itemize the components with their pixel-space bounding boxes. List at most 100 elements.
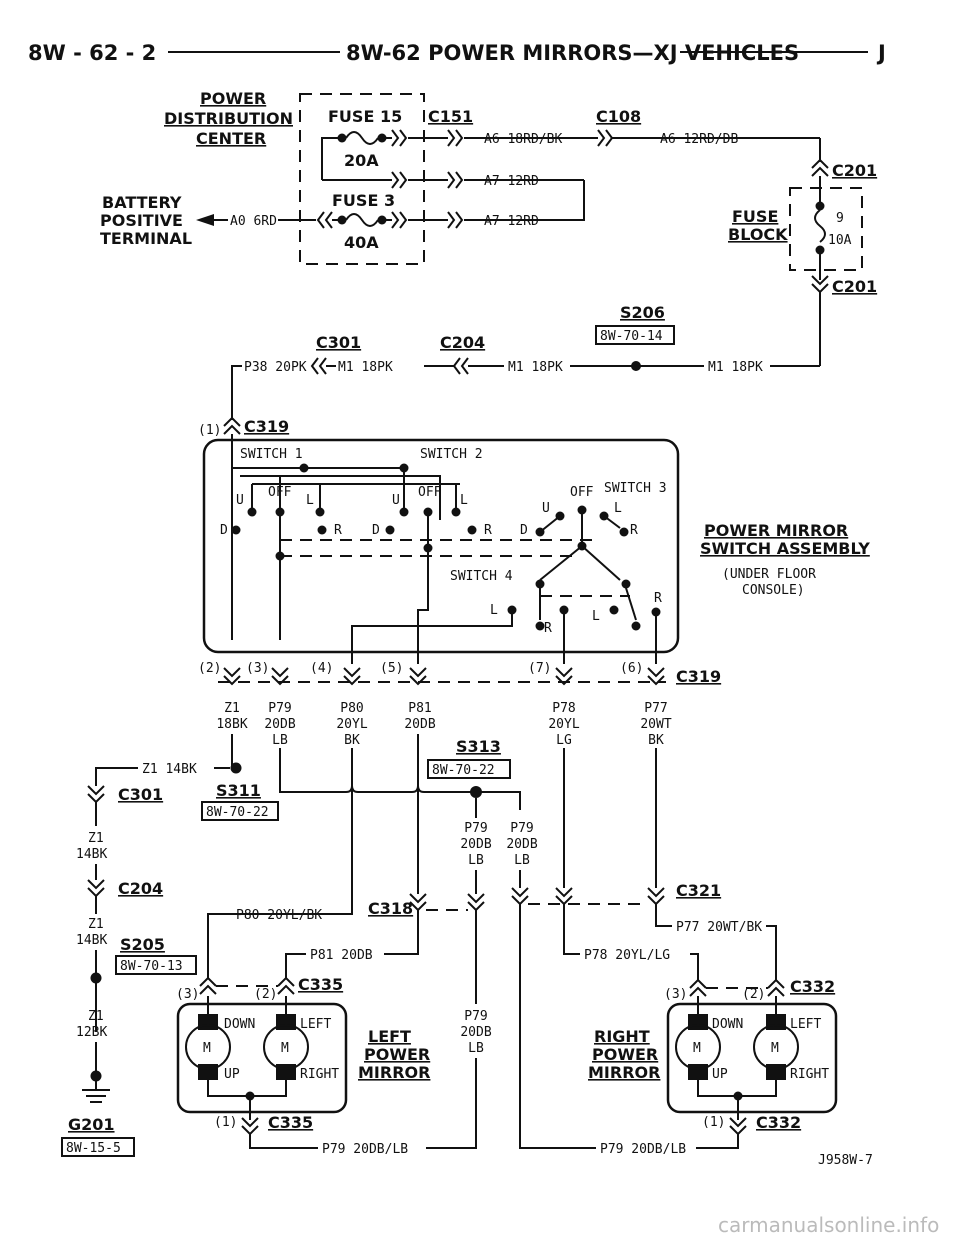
svg-text:BK: BK bbox=[648, 733, 664, 748]
s2-blades bbox=[403, 468, 457, 508]
fuse15-connector bbox=[382, 129, 408, 147]
fuse15-rating: 20A bbox=[344, 151, 379, 170]
s2-u: U bbox=[392, 493, 400, 508]
m1-a-label: M1 18PK bbox=[338, 360, 393, 375]
c204-top-label: C204 bbox=[440, 333, 485, 352]
fuse3-connector-in bbox=[316, 211, 333, 229]
s4-r1-contact bbox=[535, 621, 545, 631]
edition-letter: J bbox=[876, 41, 886, 65]
s1-l-contact bbox=[315, 507, 325, 517]
svg-text:P79: P79 bbox=[464, 1009, 487, 1024]
p81-down bbox=[384, 910, 419, 955]
p77-down bbox=[655, 904, 672, 927]
c319-pin-4: (4) bbox=[310, 661, 333, 676]
fuse-block-label-2: BLOCK bbox=[728, 225, 788, 244]
right-mirror-right: RIGHT bbox=[790, 1067, 829, 1082]
left-mirror-motor-1 bbox=[185, 1024, 231, 1070]
z1-b-2: 14BK bbox=[76, 933, 107, 948]
s205-ref: 8W-70-13 bbox=[120, 959, 183, 974]
s205-label: S205 bbox=[120, 935, 165, 954]
c335-top-conn-2 bbox=[277, 976, 295, 995]
right-mirror-motor-1 bbox=[675, 1024, 721, 1070]
right-mirror-brush-down bbox=[688, 1014, 708, 1030]
p79-bottom-right-run bbox=[519, 904, 596, 1149]
pdc-label-2: DISTRIBUTION bbox=[164, 109, 293, 128]
c108-label: C108 bbox=[596, 107, 641, 126]
c321-conn-b bbox=[555, 887, 573, 906]
right-mirror-box bbox=[666, 1002, 838, 1114]
c332-to-p79 bbox=[696, 1134, 739, 1149]
s4-right-common bbox=[621, 579, 631, 589]
c332-top-conn-3 bbox=[689, 978, 707, 997]
s1-l: L bbox=[306, 493, 314, 508]
s2-d-contact bbox=[385, 525, 395, 535]
c332-top-conn-2 bbox=[767, 978, 785, 997]
c319-pin-5: (5) bbox=[380, 661, 403, 676]
c319-top-pin: (1) bbox=[198, 423, 221, 438]
s1-r: R bbox=[334, 523, 342, 538]
c319-conn-4 bbox=[343, 667, 361, 686]
battery-label-2: POSITIVE bbox=[100, 211, 183, 230]
left-mirror-feeds bbox=[207, 996, 287, 1016]
c332-pin-1: (1) bbox=[702, 1115, 725, 1130]
page-number: 8W - 62 - 2 bbox=[28, 41, 156, 65]
p77-long-label: P77 20WT/BK bbox=[676, 920, 762, 935]
z1-b-1: Z1 bbox=[88, 917, 104, 932]
wire-label-p77: P77 20WT BK bbox=[640, 701, 671, 748]
s2-d: D bbox=[372, 523, 380, 538]
c201-top-label: C201 bbox=[832, 161, 877, 180]
s311-label: S311 bbox=[216, 781, 261, 800]
fuse3-rating: 40A bbox=[344, 233, 379, 252]
right-mirror-motor-2 bbox=[753, 1024, 799, 1070]
s2-l: L bbox=[460, 493, 468, 508]
wire-label-z1: Z1 18BK bbox=[216, 701, 247, 732]
right-mirror-down: DOWN bbox=[712, 1017, 743, 1032]
p78-long-label: P78 20YL/LG bbox=[584, 948, 670, 963]
p80-to-left bbox=[207, 913, 340, 978]
p78-to-right bbox=[690, 953, 699, 980]
a7-connector-1 bbox=[391, 171, 408, 189]
s313-label: S313 bbox=[456, 737, 501, 756]
right-mirror-up: UP bbox=[712, 1067, 728, 1082]
s2-u-contact bbox=[399, 507, 409, 517]
s3-d: D bbox=[520, 523, 528, 538]
s1-u-contact bbox=[247, 507, 257, 517]
left-mirror-m2: M bbox=[281, 1041, 289, 1056]
z1-splice bbox=[230, 762, 242, 774]
s313-ref: 8W-70-22 bbox=[432, 763, 495, 778]
c151-connector-c bbox=[447, 211, 464, 229]
a6-18rdbk-label: A6 18RD/BK bbox=[484, 132, 562, 147]
z1-c-1: Z1 bbox=[88, 1009, 104, 1024]
pdc-label-1: POWER bbox=[200, 89, 266, 108]
c319-pin-3: (3) bbox=[246, 661, 269, 676]
c319-top-label: C319 bbox=[244, 417, 289, 436]
p78-down bbox=[563, 904, 580, 955]
s4-r2: R bbox=[654, 591, 662, 606]
c319-conn-5 bbox=[409, 667, 427, 686]
g201-ref-box bbox=[61, 1137, 135, 1157]
svg-text:LB: LB bbox=[468, 1041, 484, 1056]
c318-label: C318 bbox=[368, 899, 413, 918]
p81-internal bbox=[417, 548, 429, 664]
c204-top-connector bbox=[452, 357, 469, 375]
svg-text:BK: BK bbox=[344, 733, 360, 748]
left-mirror-common-dot bbox=[245, 1091, 255, 1101]
p77-to-right bbox=[766, 925, 777, 980]
pmsa-note-2: CONSOLE) bbox=[742, 583, 805, 598]
pdc-label-3: CENTER bbox=[196, 129, 266, 148]
c335-to-p79 bbox=[249, 1134, 318, 1149]
right-mirror-left: LEFT bbox=[790, 1017, 821, 1032]
svg-text:P79: P79 bbox=[464, 821, 487, 836]
p79-bottom-b-label: P79 20DB/LB bbox=[600, 1142, 686, 1157]
left-mirror-m1: M bbox=[203, 1041, 211, 1056]
p38-riser bbox=[231, 365, 242, 420]
p80-long-label: P80 20YL/BK bbox=[236, 908, 322, 923]
s4-l2: L bbox=[592, 609, 600, 624]
left-mirror-label-2: POWER bbox=[364, 1045, 430, 1064]
m1-c-label: M1 18PK bbox=[708, 360, 763, 375]
c301-left-connector bbox=[87, 785, 105, 804]
fuse-block-label-1: FUSE bbox=[732, 207, 778, 226]
svg-text:P77: P77 bbox=[644, 701, 667, 716]
c335-top-label: C335 bbox=[298, 975, 343, 994]
left-mirror-brush-down bbox=[198, 1014, 218, 1030]
